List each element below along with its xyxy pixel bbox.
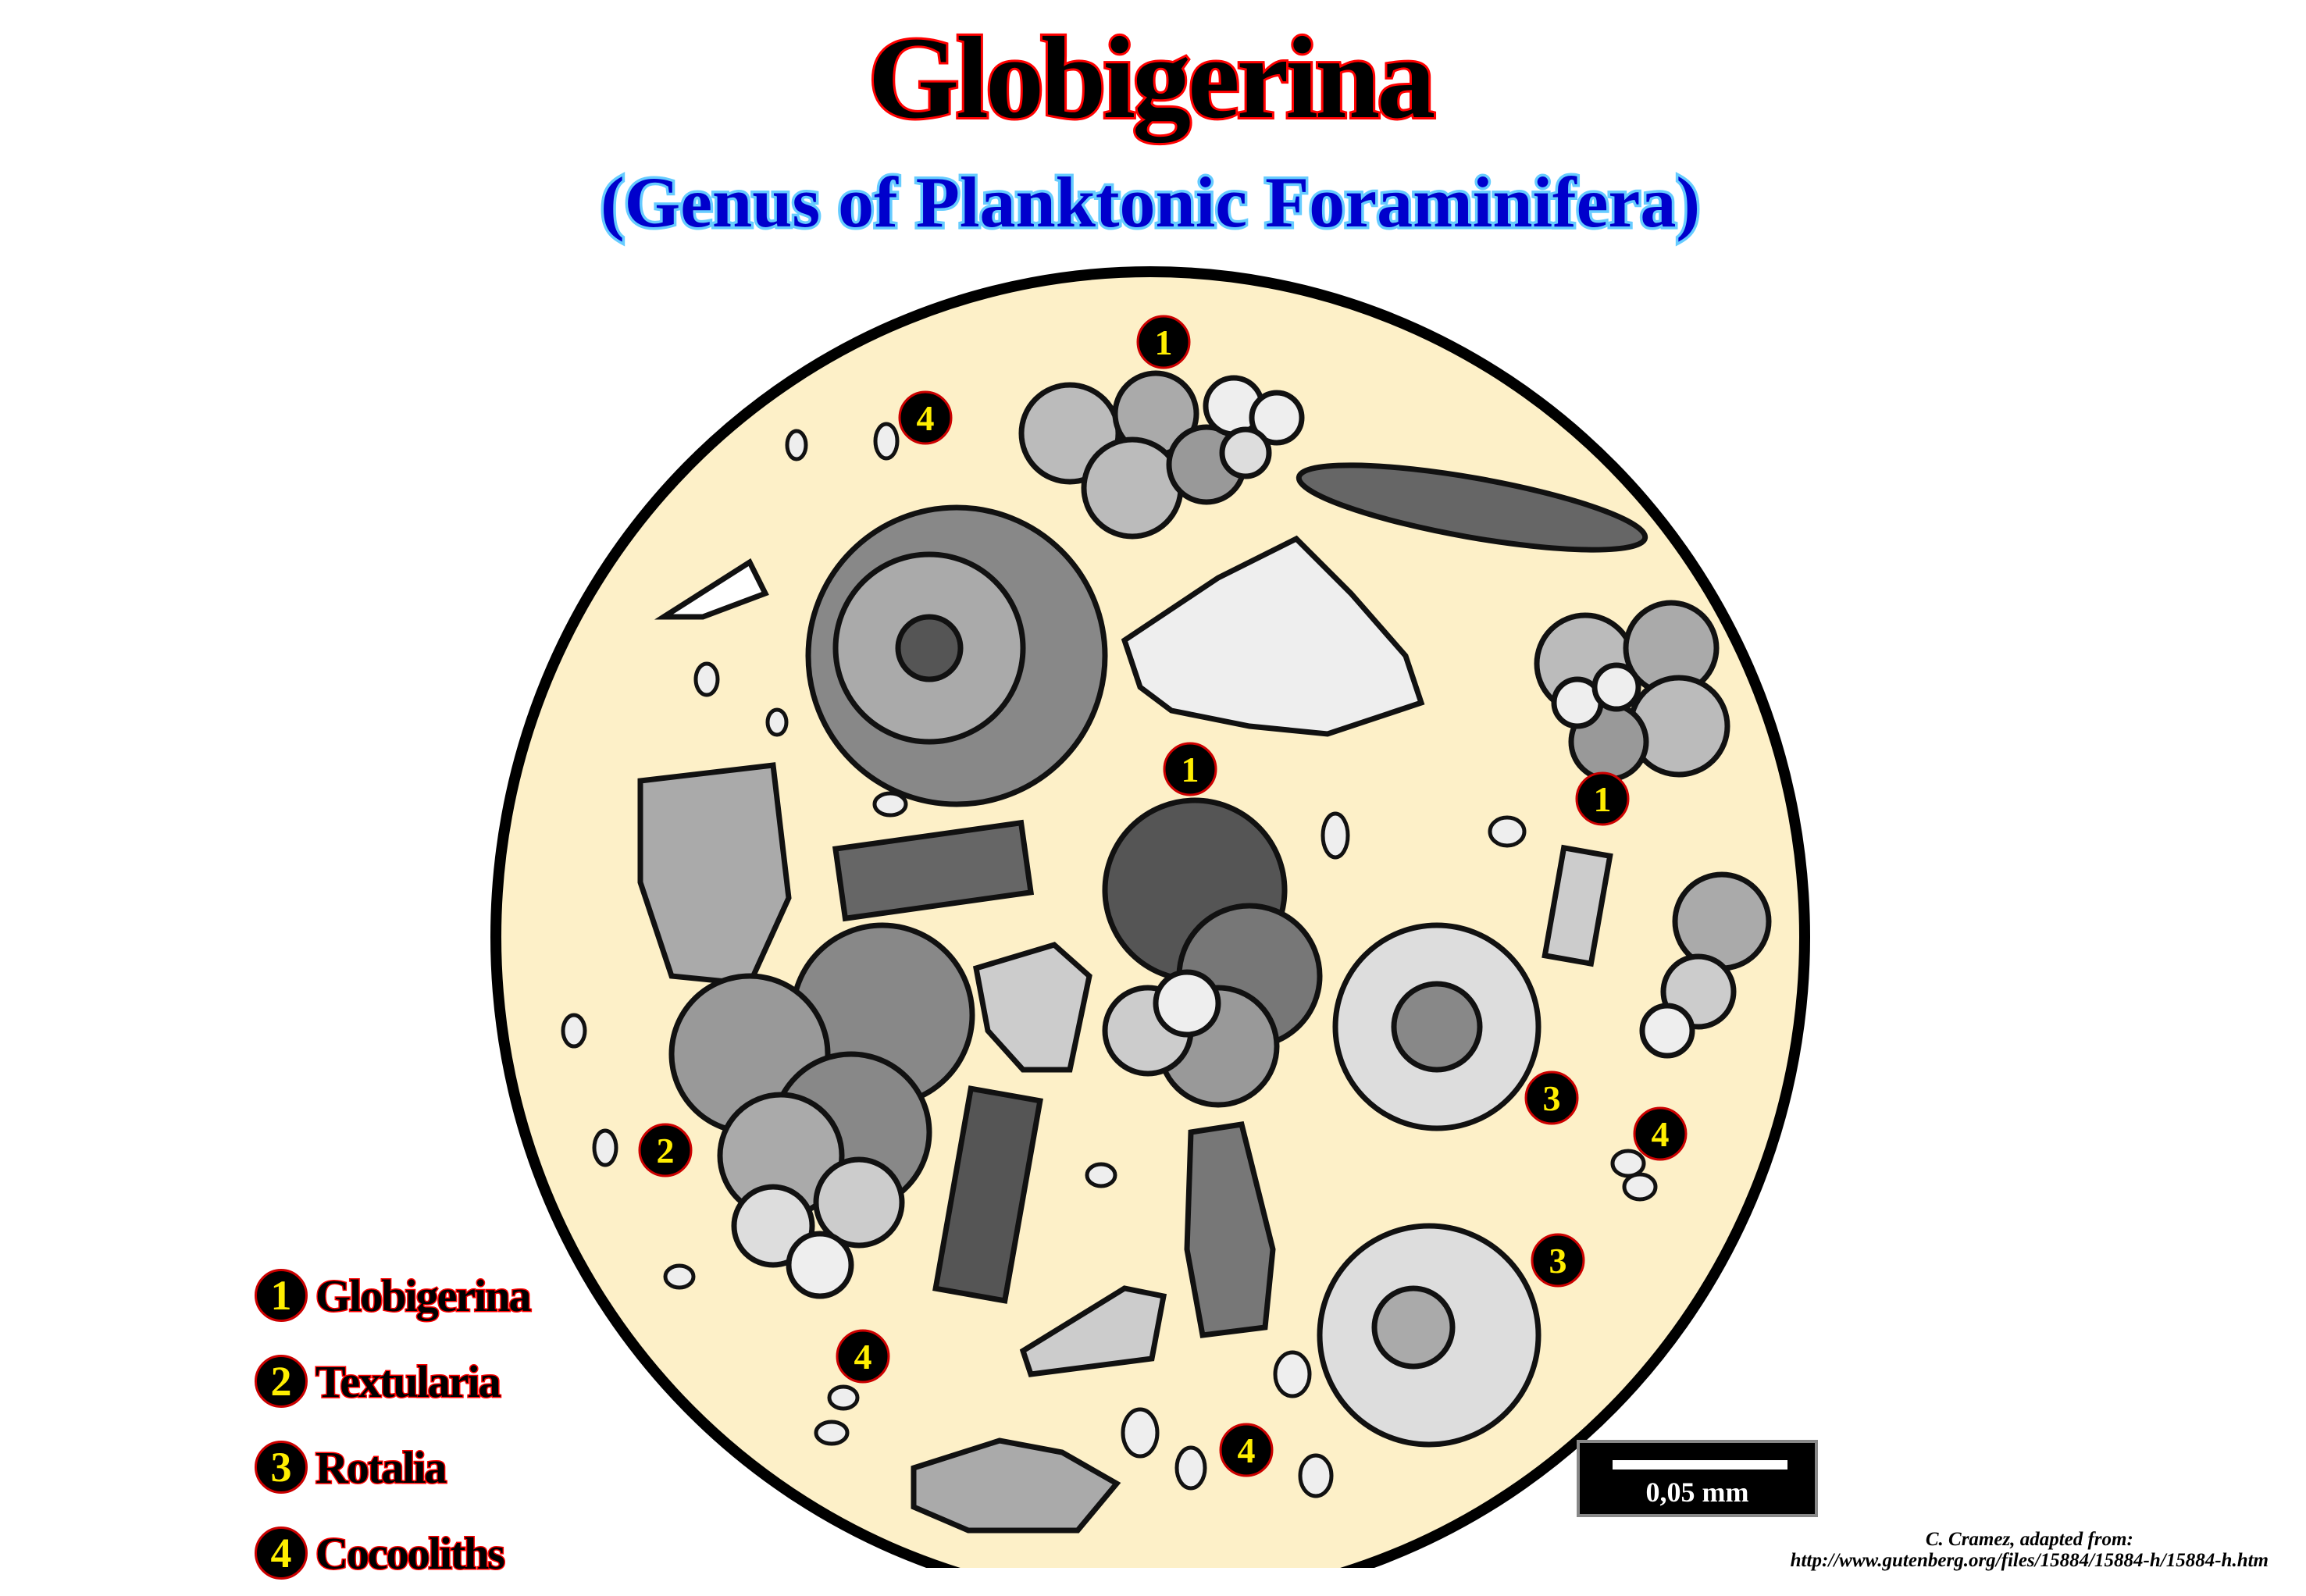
svg-text:3: 3 <box>1543 1078 1561 1118</box>
spicule <box>1541 844 1613 967</box>
legend-marker: 3 <box>255 1441 308 1494</box>
legend-item-globigerina: 1 Globigerina <box>255 1252 533 1338</box>
legend-marker: 1 <box>255 1269 308 1322</box>
legend-label: Cocooliths <box>315 1527 507 1580</box>
diatom <box>1296 462 1648 553</box>
svg-text:4: 4 <box>1652 1114 1670 1154</box>
rotalia-upper <box>1332 922 1541 1131</box>
credit: C. Cramez, adapted from: http://www.gute… <box>1791 1529 2269 1571</box>
marker-globigerina: 1 <box>1575 771 1630 826</box>
marker-textularia: 2 <box>638 1123 693 1177</box>
shell-fragment <box>654 558 769 620</box>
svg-text:1: 1 <box>1155 322 1173 362</box>
rotalia-lower <box>1317 1223 1541 1448</box>
spiral-foraminifer <box>805 504 1108 807</box>
svg-text:1: 1 <box>1594 779 1612 819</box>
scale-bar: 0,05 mm <box>1577 1440 1818 1517</box>
legend-marker: 4 <box>255 1527 308 1580</box>
globigerina-small-right <box>1639 871 1772 1059</box>
spicule <box>932 1085 1043 1304</box>
textularia <box>668 922 975 1299</box>
scale-bar-label: 0,05 mm <box>1645 1477 1749 1508</box>
shell-fragment <box>1121 535 1425 737</box>
coccoliths <box>561 422 1658 1498</box>
legend-label: Textularia <box>315 1355 503 1408</box>
svg-text:4: 4 <box>917 398 935 438</box>
legend-label: Globigerina <box>314 1269 532 1322</box>
legend-item-coccoliths: 4 Cocooliths <box>255 1510 529 1596</box>
svg-text:2: 2 <box>657 1131 675 1170</box>
marker-coccolith: 4 <box>1219 1423 1274 1477</box>
shell-fragment <box>1184 1121 1276 1338</box>
marker-rotalia: 3 <box>1524 1071 1579 1125</box>
marker-coccolith: 4 <box>898 390 953 445</box>
legend-marker: 2 <box>255 1355 308 1408</box>
shell-fragment <box>1019 1285 1167 1377</box>
globigerina-top <box>1018 370 1305 540</box>
svg-text:3: 3 <box>1549 1241 1567 1281</box>
marker-globigerina: 1 <box>1136 315 1191 369</box>
svg-text:4: 4 <box>854 1337 872 1377</box>
shell-fragment <box>911 1437 1121 1534</box>
legend-label: Rotalia <box>314 1441 447 1494</box>
marker-coccolith: 4 <box>836 1329 890 1384</box>
shell-fragment <box>637 762 792 987</box>
fossils <box>561 370 1772 1534</box>
page-title: Globigerina <box>868 13 1435 143</box>
page-subtitle: (Genus of Planktonic Foraminifera) <box>601 162 1700 242</box>
marker-rotalia: 3 <box>1531 1233 1585 1288</box>
legend-item-rotalia: 3 Rotalia <box>255 1424 529 1510</box>
legend-item-textularia: 2 Textularia <box>255 1338 529 1424</box>
markers: 1 1 1 2 3 3 4 4 4 4 <box>638 315 1688 1477</box>
legend: 1 Globigerina 2 Textularia 3 Rotalia 4 C… <box>255 1252 533 1596</box>
globigerina-center <box>1102 797 1323 1108</box>
marker-globigerina: 1 <box>1163 742 1217 796</box>
credit-author: C. Cramez, adapted from: <box>1925 1529 2133 1550</box>
shell-fragment <box>972 942 1092 1073</box>
scale-bar-line <box>1613 1460 1787 1470</box>
marker-coccolith: 4 <box>1633 1106 1688 1161</box>
svg-text:4: 4 <box>1238 1430 1256 1470</box>
globigerina-right <box>1534 600 1730 782</box>
spicule <box>832 819 1035 922</box>
svg-text:1: 1 <box>1182 750 1199 789</box>
